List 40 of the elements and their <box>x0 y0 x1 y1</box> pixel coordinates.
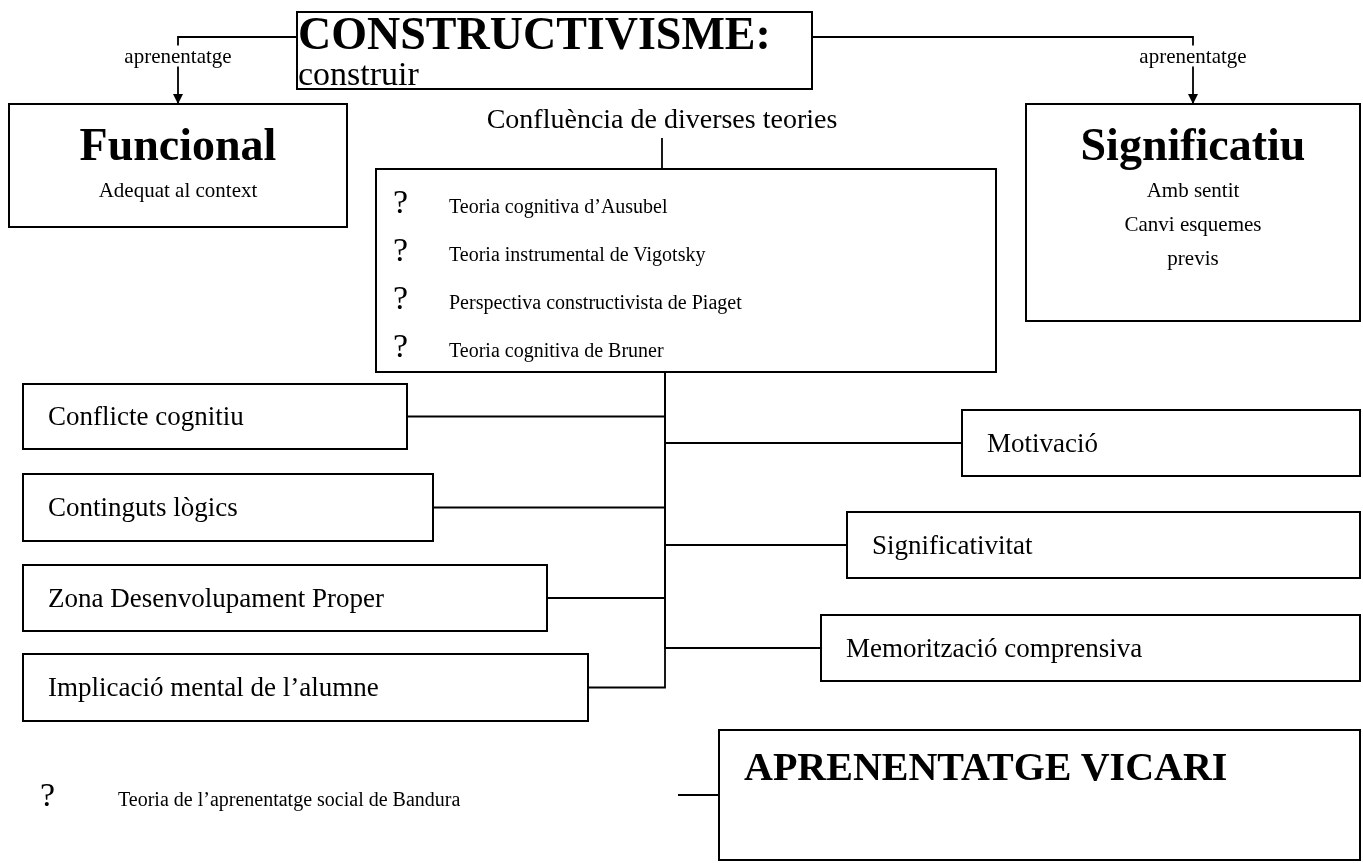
concept-description: Amb sentit <box>1146 177 1240 204</box>
arrow <box>812 36 1198 104</box>
principle-text: Memorització comprensiva <box>846 634 1143 662</box>
principle-text: Continguts lògics <box>48 494 238 521</box>
connector-line <box>661 137 663 169</box>
theory-text: Teoria cognitiva d’Ausubel <box>449 194 669 220</box>
concept-box <box>8 103 348 228</box>
principle-box <box>846 511 1361 579</box>
principle-text: Implicació mental de l’alumne <box>48 674 379 701</box>
concept-heading: Significatiu <box>1080 118 1306 172</box>
principle-box <box>22 473 434 542</box>
bullet-mark: ? <box>393 326 410 366</box>
concept-heading: APRENENTATGE VICARI <box>744 743 1229 791</box>
arrow <box>173 36 297 104</box>
principle-box <box>820 614 1361 682</box>
bullet-mark: ? <box>393 230 410 270</box>
theory-text: Teoria de l’aprenentatge social de Bandura <box>118 787 461 809</box>
theory-text: Teoria cognitiva de Bruner <box>449 338 665 364</box>
theory-list-box <box>375 168 997 373</box>
concept-description: Adequat al context <box>98 177 258 204</box>
principle-box <box>22 383 408 450</box>
concept-box <box>718 729 1361 861</box>
theory-text: Teoria instrumental de Vigotsky <box>449 242 707 268</box>
principle-text: Zona Desenvolupament Proper <box>48 584 384 612</box>
concept-box <box>1025 103 1361 322</box>
principle-text: Motivació <box>987 429 1098 457</box>
principle-text: Significativitat <box>872 531 1033 559</box>
connector-line <box>677 794 719 796</box>
bullet-mark: ? <box>393 278 410 318</box>
concept-description: Canvi esquemes previs <box>1123 211 1263 272</box>
principle-text: Conflicte cognitiu <box>48 403 244 430</box>
principle-box <box>22 653 589 722</box>
bullet-mark: ? <box>393 182 410 222</box>
principle-box <box>22 564 548 632</box>
principle-box <box>961 409 1361 477</box>
bullet-mark: ? <box>40 778 57 812</box>
theory-text: Perspectiva constructivista de Piaget <box>449 290 743 316</box>
concept-heading: Funcional <box>79 118 277 172</box>
title-text: CONSTRUCTIVISME: construir <box>298 10 772 91</box>
heading-text: Confluència de diverses teories <box>486 105 838 133</box>
